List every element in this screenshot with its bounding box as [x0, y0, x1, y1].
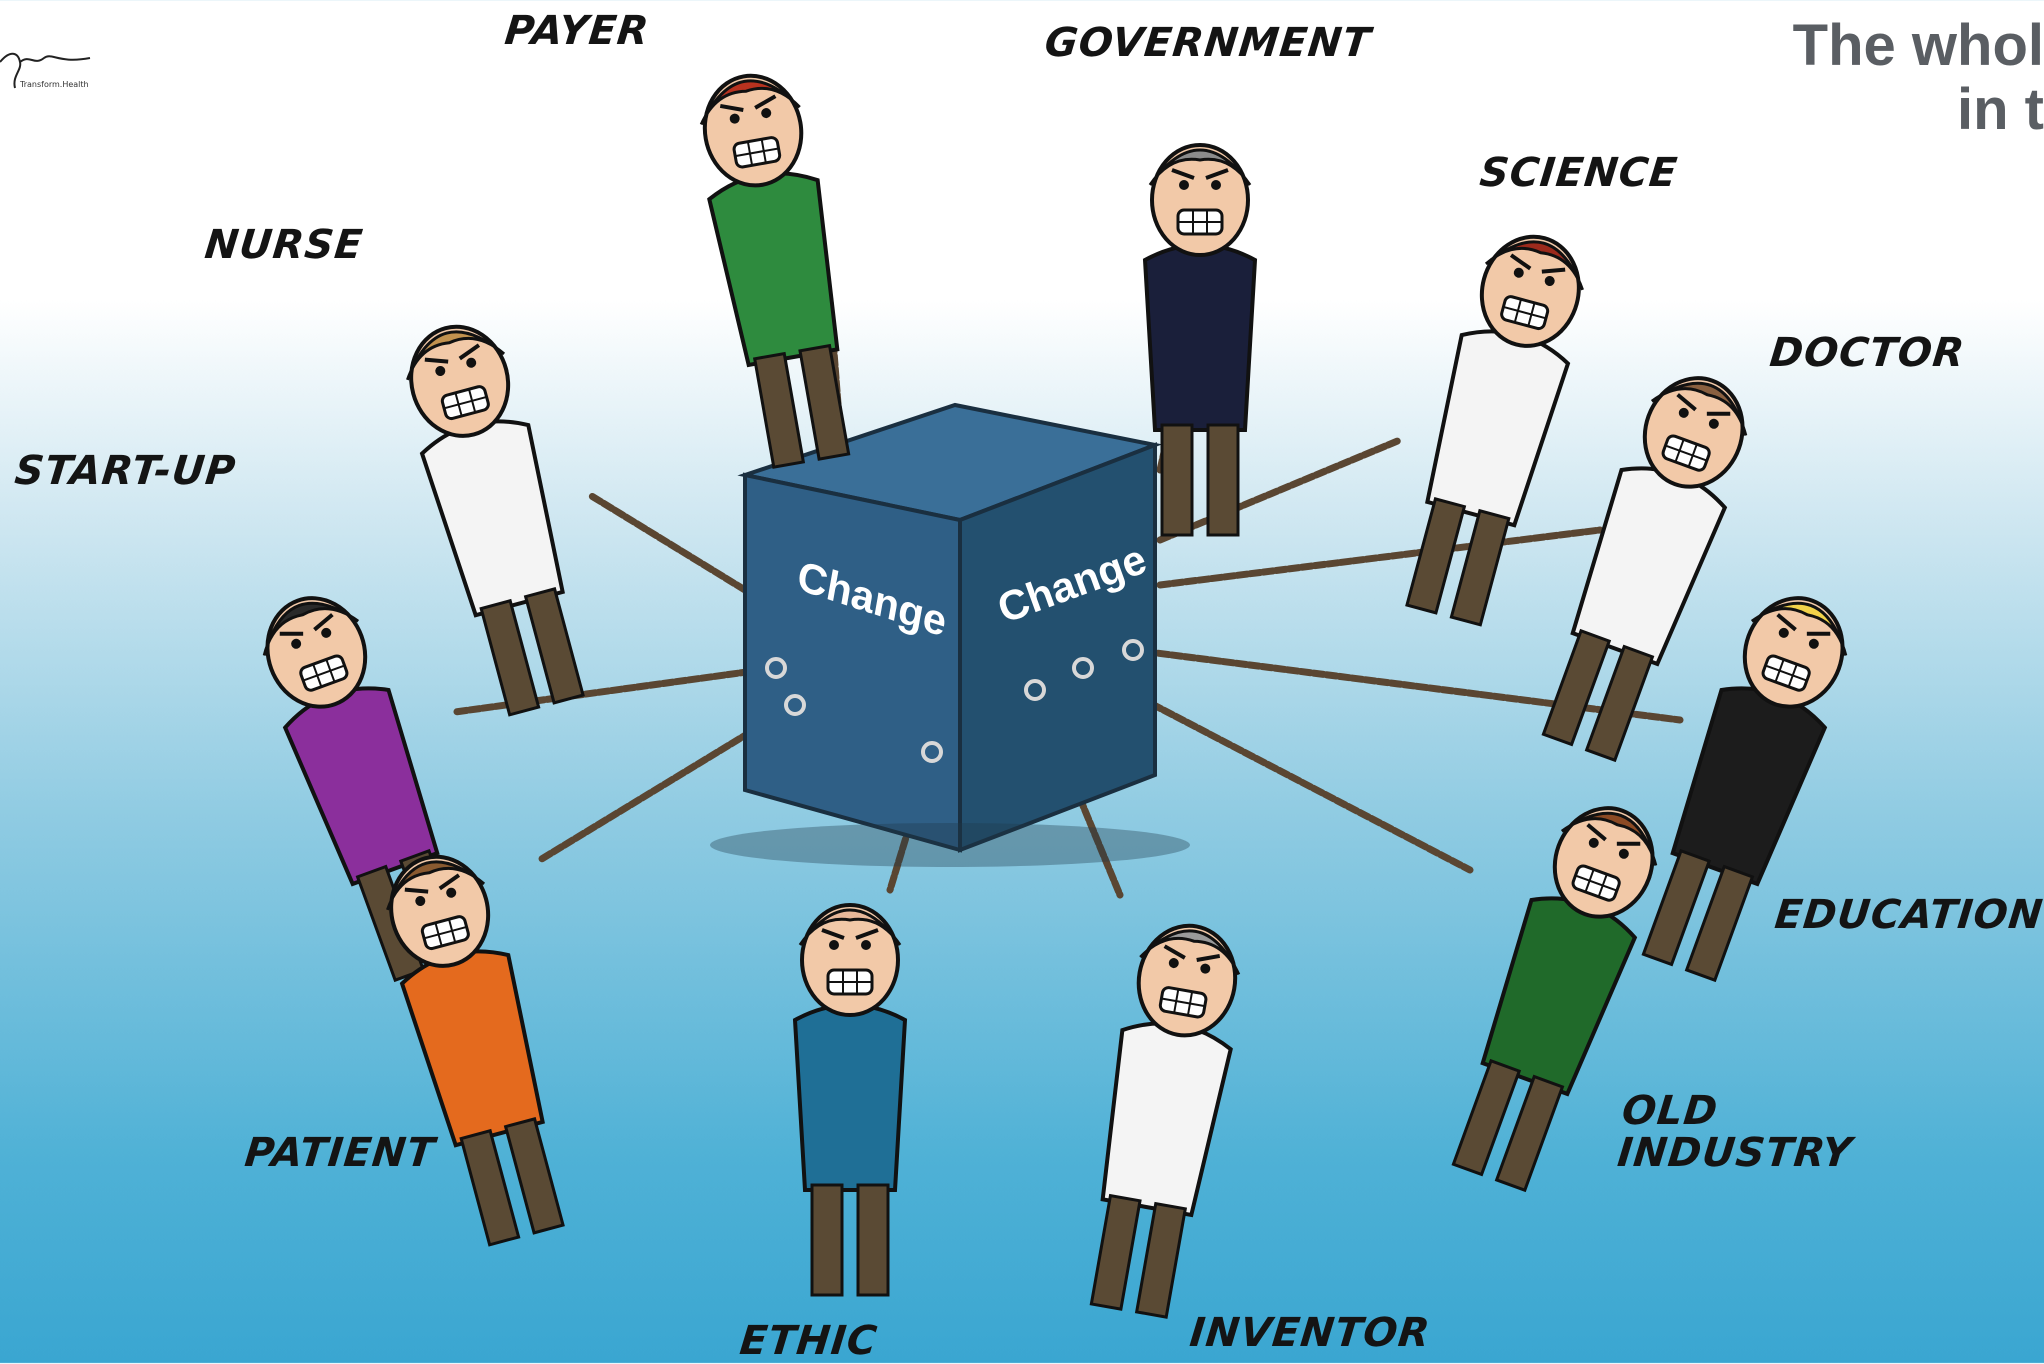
figure-government [1142, 143, 1258, 537]
label-patient: PATIENT [242, 1130, 438, 1176]
figure-ethic [792, 903, 908, 1297]
label-education: EDUCATION [1772, 892, 2044, 938]
figure-education [1641, 596, 1848, 983]
label-science: SCIENCE [1477, 150, 1680, 196]
headline: The whol in t [1774, 14, 2044, 142]
label-government: GOVERNMENT [1042, 20, 1374, 66]
figure-nurse [406, 324, 585, 717]
figure-payer [699, 73, 851, 469]
change-cube [710, 402, 1190, 867]
label-old-industry: OLD INDUSTRY [1615, 1088, 1855, 1176]
label-startup: START-UP [12, 448, 239, 494]
figure-doctor [1541, 376, 1748, 763]
rope-doctor [1156, 526, 1604, 589]
cube-side-face [958, 442, 1157, 853]
logo-text: Transform.Health [20, 80, 89, 89]
figure-patient [386, 854, 565, 1247]
figure-science [1405, 234, 1584, 627]
cube-shadow [710, 823, 1190, 867]
label-doctor: DOCTOR [1767, 330, 1968, 376]
rope-education [1129, 646, 1684, 724]
rope-science [1156, 436, 1404, 544]
headline-line-1: The whol [1792, 14, 2044, 78]
label-payer: PAYER [502, 8, 652, 54]
label-ethic: ETHIC [737, 1318, 880, 1364]
figure-old-industry [1451, 806, 1658, 1193]
cube-rings [765, 639, 1144, 763]
rope-nurse [586, 491, 749, 594]
label-nurse: NURSE [202, 222, 366, 268]
headline-line-2: in t [1957, 77, 2044, 142]
cube-front-face [743, 472, 962, 853]
transform-health-logo [0, 40, 100, 100]
figures [262, 73, 1848, 1319]
label-inventor: INVENTOR [1187, 1310, 1433, 1356]
figure-inventor [1089, 923, 1241, 1319]
